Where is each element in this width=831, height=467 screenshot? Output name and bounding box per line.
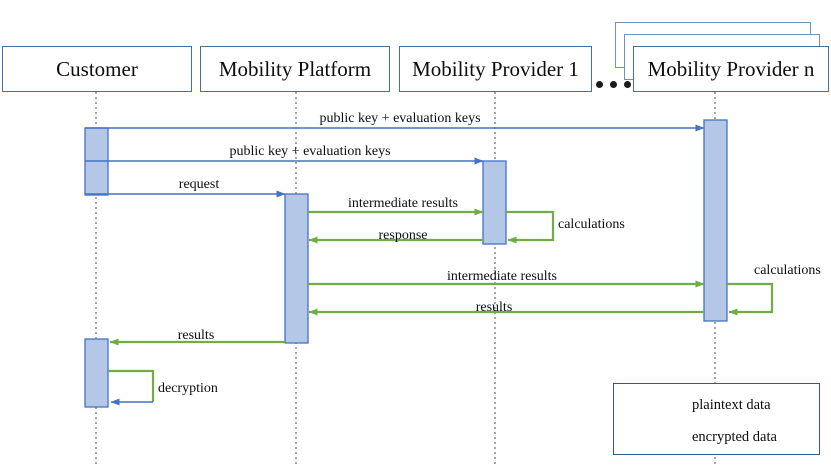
participant-mobility-provider-n-label: Mobility Provider n (647, 56, 815, 81)
message-label-results-to-customer: results (177, 328, 215, 343)
message-arrow-decryption-inbound (108, 369, 155, 402)
ellipsis-icon (596, 81, 631, 88)
message-label-public-key-eval-keys-provider-n: public key + evaluation keys (319, 111, 481, 126)
message-label-results-to-platform: results (475, 300, 513, 315)
message-label-decryption: decryption (158, 381, 218, 396)
message-arrow-calculations-provider-1 (506, 210, 555, 244)
legend (613, 383, 820, 455)
participant-customer[interactable]: Customer (2, 46, 192, 92)
message-arrows (85, 124, 774, 406)
message-label-response: response (378, 228, 428, 243)
message-label-calculations-provider-n: calculations (754, 263, 821, 278)
message-label-intermediate-results-provider-n: intermediate results (446, 269, 558, 284)
participant-mobility-platform-label: Mobility Platform (218, 56, 372, 81)
activation-customer-2 (84, 338, 109, 408)
participant-mobility-provider-n[interactable]: Mobility Provider n (633, 46, 829, 92)
message-arrow-calculations-provider-n (727, 282, 774, 316)
activation-mobility-provider-n (703, 119, 728, 322)
activation-mobility-provider-1 (482, 160, 507, 245)
message-label-calculations-provider-1: calculations (558, 217, 625, 232)
activation-mobility-platform (284, 193, 309, 344)
message-label-public-key-eval-keys-provider-1: public key + evaluation keys (229, 144, 391, 159)
participant-mobility-platform[interactable]: Mobility Platform (200, 46, 390, 92)
legend-label-plaintext-data: plaintext data (692, 397, 771, 413)
legend-label-encrypted-data: encrypted data (692, 429, 777, 445)
participant-customer-label: Customer (56, 56, 138, 81)
message-label-intermediate-results-provider-1: intermediate results (347, 196, 459, 211)
participant-mobility-provider-1-label: Mobility Provider 1 (412, 56, 579, 81)
message-label-request: request (178, 177, 220, 192)
participant-mobility-provider-1[interactable]: Mobility Provider 1 (399, 46, 592, 92)
activation-bars (84, 119, 728, 408)
